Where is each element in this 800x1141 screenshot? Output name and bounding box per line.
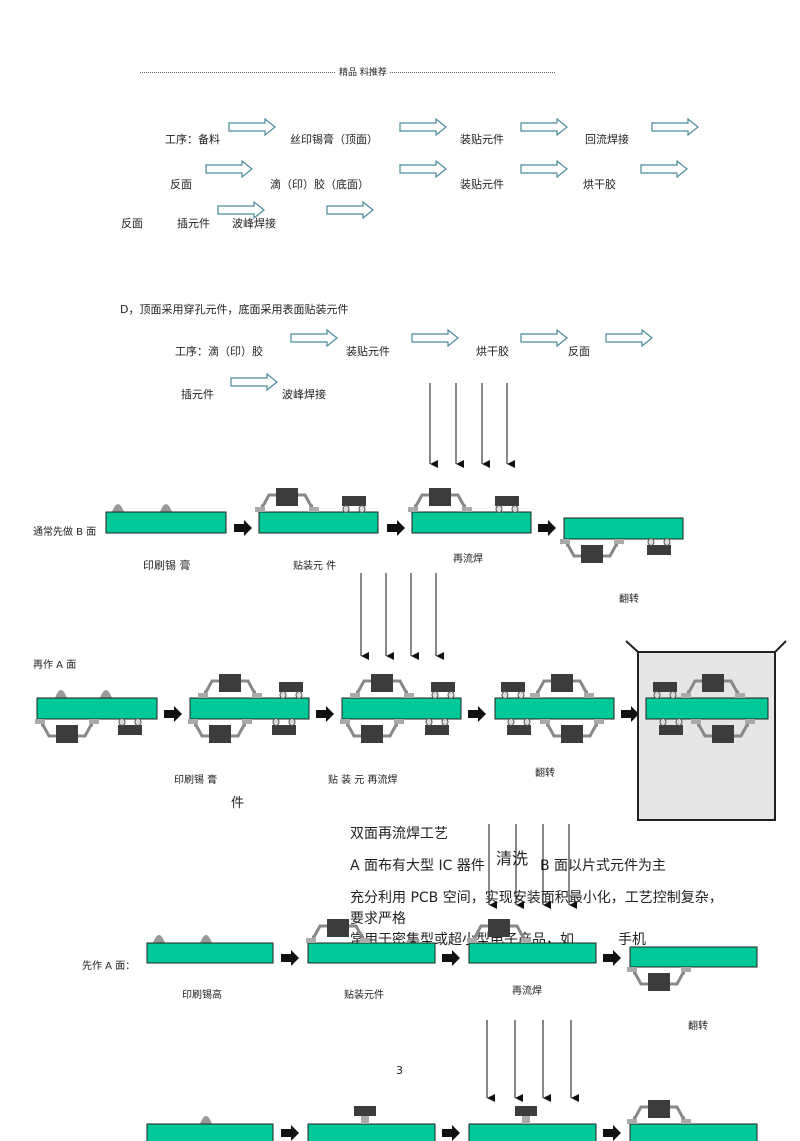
diagram2-caption: 印刷锡 膏 <box>174 775 218 786</box>
process-step: 烘干胶 <box>583 178 616 191</box>
diagram3-caption: 翻转 <box>688 1021 708 1032</box>
process-step: 滴（印）胶（底面） <box>270 178 369 191</box>
notes-line: 要求严格 <box>350 911 406 927</box>
process-step: 丝印锡膏（顶面） <box>290 133 378 146</box>
diagram3-graphics <box>146 824 758 1141</box>
diagram1-caption: 贴装元 件 <box>293 561 337 572</box>
diagram3-caption: 贴装元件 <box>344 990 384 1001</box>
process-step: 回流焊接 <box>585 133 629 146</box>
diagram1-caption: 再流焊 <box>453 554 483 565</box>
process-step: 装贴元件 <box>460 178 504 191</box>
process-step: 波峰焊接 <box>232 217 276 230</box>
notes-line: 手机 <box>618 932 646 948</box>
notes-line: A 面布有大型 IC 器件 <box>350 858 485 874</box>
diagram2-graphics <box>33 573 787 821</box>
diagram1-caption: 翻转 <box>619 594 639 605</box>
process-step: 工序：备料 <box>165 133 220 146</box>
process-step: 插元件 <box>177 217 210 230</box>
notes-line: 充分利用 PCB 空间，实现安装面积最小化，工艺控制复杂， <box>350 890 723 906</box>
process-step: 插元件 <box>181 388 214 401</box>
diagram1-caption: 印刷锡 膏 <box>143 559 191 572</box>
diagram2-caption: 贴 装 元 再流焊 <box>328 775 398 786</box>
header-label: 精品 料推荐 <box>336 65 390 78</box>
process-step: 工序：滴（印）胶 <box>175 345 263 358</box>
diagram1-start-label: 通常先做 B 面 <box>33 527 97 538</box>
diagram3-start-label: 先作 A 面： <box>82 961 136 972</box>
section-d-title: D，顶面采用穿孔元件，底面采用表面贴装元件 <box>120 303 349 316</box>
diagram2-start-label: 再作 A 面 <box>33 660 77 671</box>
notes-line: B 面以片式元件为主 <box>540 858 667 874</box>
notes-clean-label: 清洗 <box>496 849 529 868</box>
process-step: 装贴元件 <box>346 345 390 358</box>
diagram3-caption: 再流焊 <box>512 986 542 997</box>
notes-title: 双面再流焊工艺 <box>350 826 448 842</box>
process-step: 装贴元件 <box>460 133 504 146</box>
diagram2-caption: 件 <box>231 796 245 811</box>
diagram2-caption: 翻转 <box>535 768 555 779</box>
process-step: 反面 <box>170 178 192 191</box>
diagram1-graphics <box>105 383 684 565</box>
process-step: 烘干胶 <box>476 345 509 358</box>
process-step: 反面 <box>568 345 590 358</box>
process-step: 反面 <box>121 217 143 230</box>
process-step: 波峰焊接 <box>282 388 326 401</box>
diagram3-caption: 印刷锡高 <box>182 990 222 1001</box>
page-number: 3 <box>396 1064 403 1077</box>
